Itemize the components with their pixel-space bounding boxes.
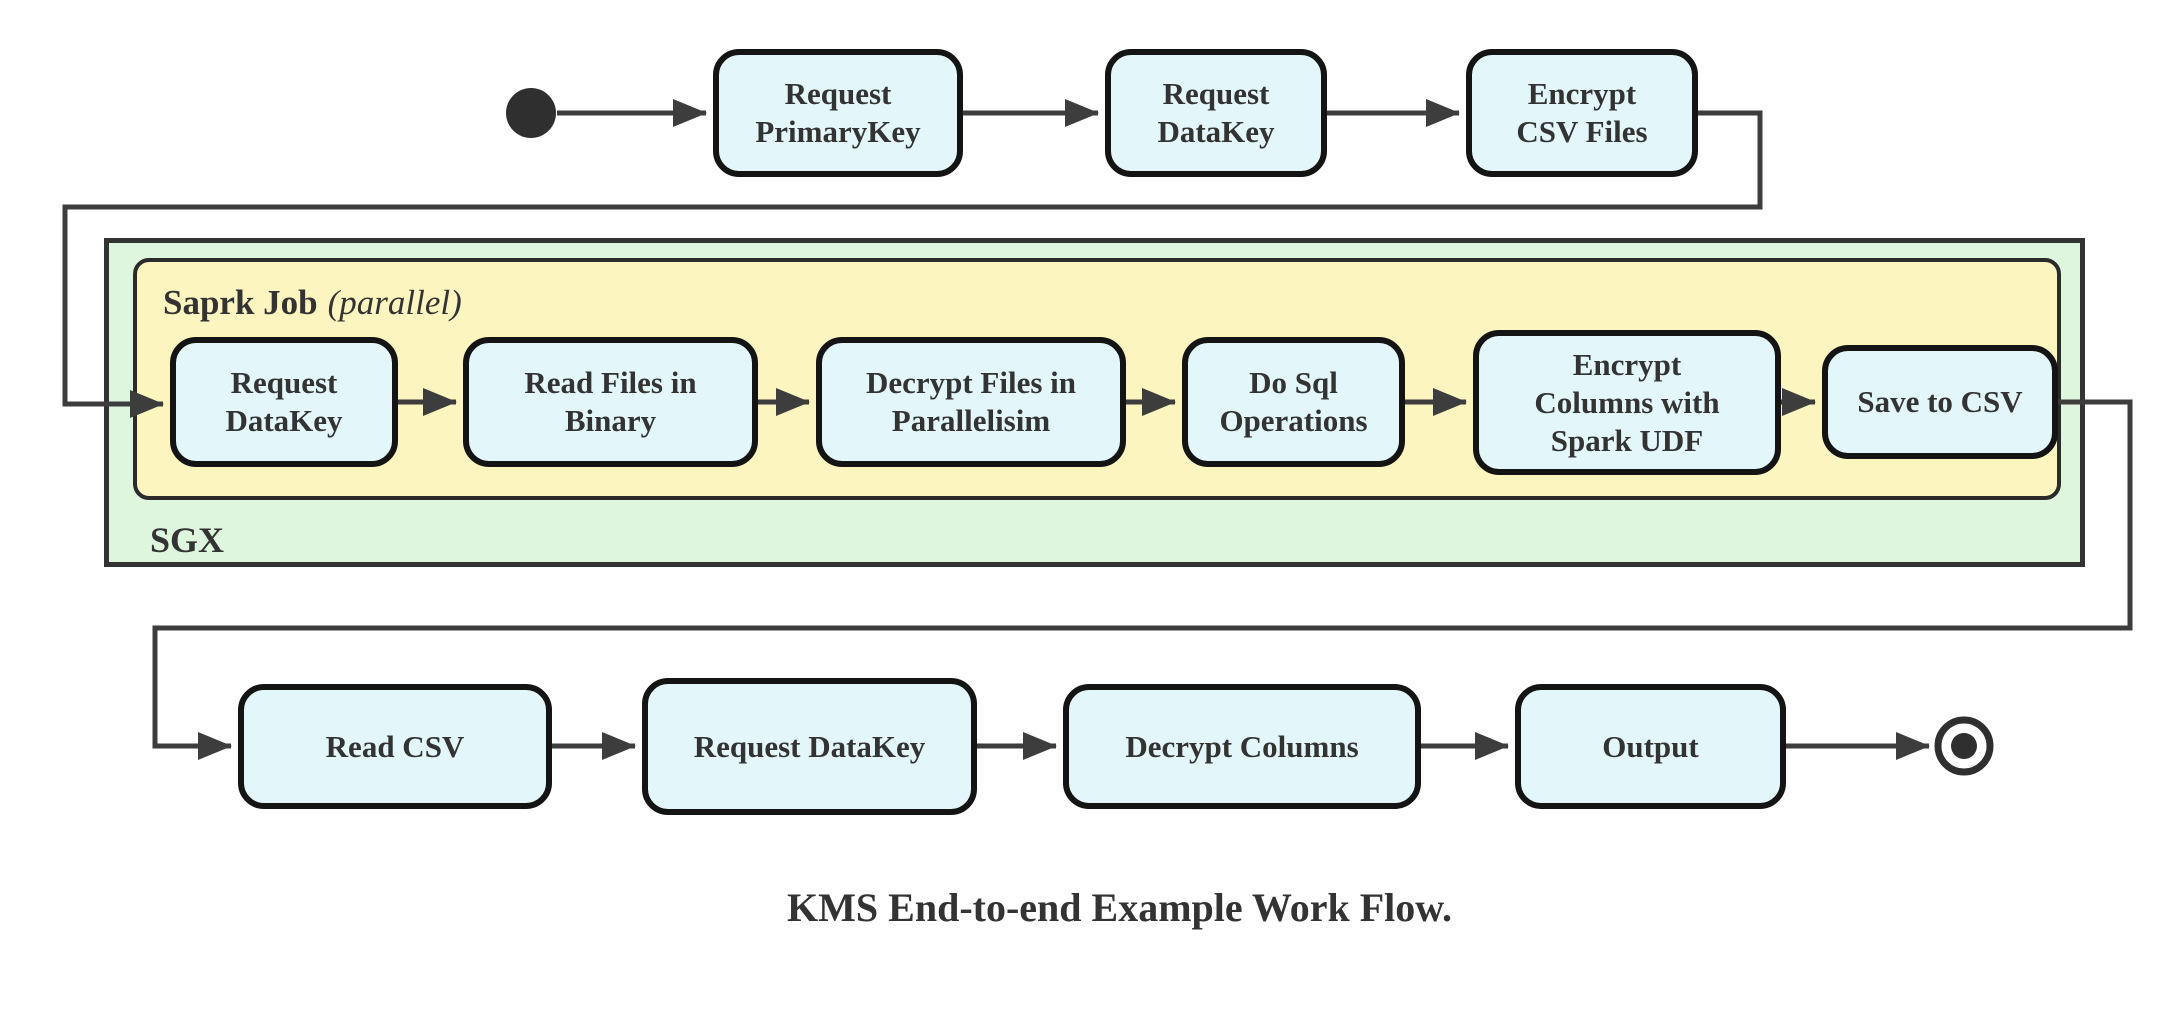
node-decrypt-files-in-parallelism: Decrypt Files in Parallelisim	[816, 337, 1126, 467]
node-label: Do Sql Operations	[1219, 365, 1368, 438]
node-decrypt-columns: Decrypt Columns	[1063, 684, 1421, 809]
spark-job-parallel-note: (parallel)	[327, 283, 462, 322]
node-label: Output	[1602, 728, 1699, 764]
node-read-files-in-binary: Read Files in Binary	[463, 337, 758, 467]
node-request-datakey-spark: Request DataKey	[170, 337, 398, 467]
node-output: Output	[1515, 684, 1786, 809]
node-label: Request DataKey	[225, 365, 343, 438]
diagram-caption: KMS End-to-end Example Work Flow.	[787, 885, 1452, 930]
node-label: Save to CSV	[1857, 384, 2023, 419]
node-do-sql-operations: Do Sql Operations	[1182, 337, 1405, 467]
node-label: Read CSV	[325, 728, 465, 764]
node-label: Request PrimaryKey	[755, 76, 921, 149]
spark-job-title: Saprk Job	[163, 283, 318, 322]
node-label: Read Files in Binary	[524, 365, 697, 438]
node-request-datakey-bottom: Request DataKey	[642, 678, 977, 815]
node-encrypt-columns-with-spark-udf: Encrypt Columns with Spark UDF	[1473, 330, 1781, 475]
node-label: Encrypt CSV Files	[1516, 76, 1648, 149]
node-request-primarykey: Request PrimaryKey	[713, 49, 963, 177]
end-node-icon	[1934, 716, 1994, 776]
sgx-label: SGX	[150, 520, 225, 560]
node-save-to-csv: Save to CSV	[1822, 345, 2058, 459]
node-request-datakey-top: Request DataKey	[1105, 49, 1327, 177]
node-encrypt-csv-files: Encrypt CSV Files	[1466, 49, 1698, 177]
node-label: Request DataKey	[693, 728, 926, 764]
start-node-icon	[506, 88, 556, 138]
spark-job-label: Saprk Job(parallel)	[163, 281, 462, 325]
node-label: Encrypt Columns with Spark UDF	[1534, 346, 1720, 458]
node-label: Decrypt Files in Parallelisim	[865, 365, 1077, 438]
node-label: Request DataKey	[1157, 76, 1275, 149]
node-read-csv: Read CSV	[238, 684, 552, 809]
node-label: Decrypt Columns	[1125, 728, 1359, 764]
